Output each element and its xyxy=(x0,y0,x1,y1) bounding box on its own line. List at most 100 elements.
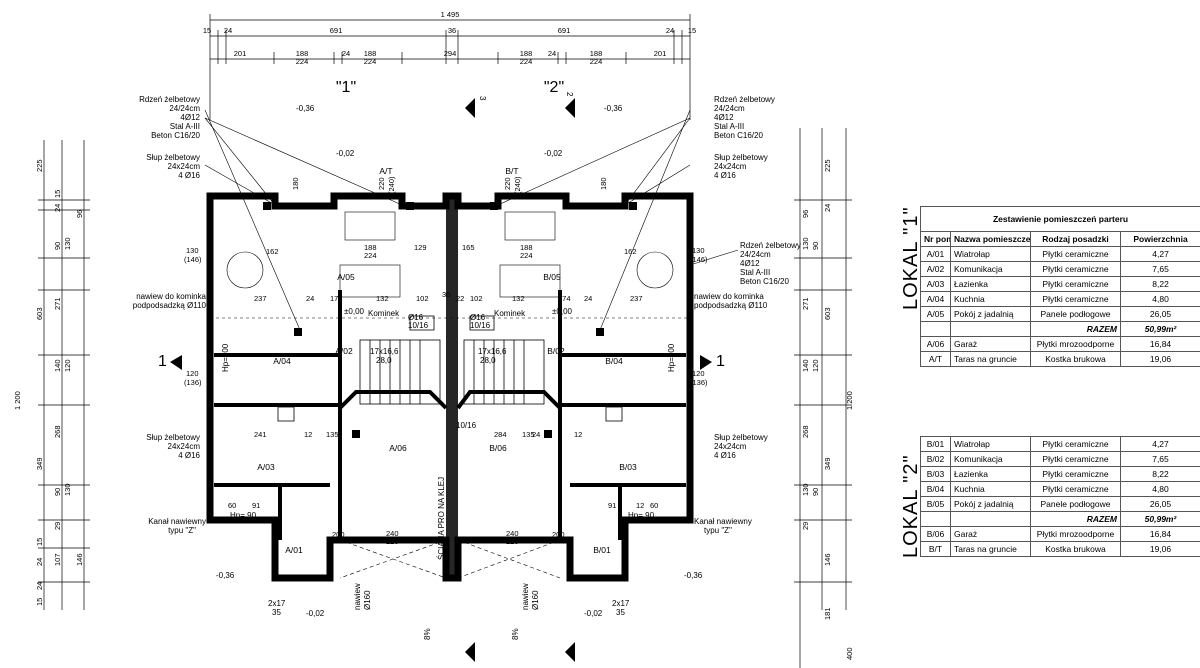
idim-8: 162 xyxy=(624,247,637,256)
rdzen-left-4: Stal A-III xyxy=(170,122,200,131)
rdim-90b: 90 xyxy=(811,488,820,496)
kominek-a: Kominek xyxy=(368,309,400,318)
rdim-349: 349 xyxy=(823,457,832,470)
rdim-603: 603 xyxy=(823,307,832,320)
idim-22: 12 xyxy=(304,430,312,439)
section-1-left: 1 xyxy=(158,353,167,370)
header-name: Nazwa pomieszczenia xyxy=(950,231,1031,247)
slup-right-bottom-2: 24x24cm xyxy=(714,442,747,451)
kanal-right-1: Kanał nawiewny xyxy=(694,517,752,526)
nawiew160-a: nawiew xyxy=(353,583,362,610)
stairs-b-2: 28,0 xyxy=(480,356,496,365)
ldim-15: 15 xyxy=(53,190,62,198)
rdim-130b: 130 xyxy=(801,483,810,496)
rdim-96: 96 xyxy=(801,210,810,218)
win-240-b: (240) xyxy=(513,176,522,194)
room-a-04: A/04 xyxy=(273,356,291,366)
idim-24: 284 xyxy=(494,430,507,439)
idim-32: 225 xyxy=(386,537,399,546)
dim-row2-4b: 224 xyxy=(364,57,377,66)
slup-left-bottom-2: 24x24cm xyxy=(168,442,201,451)
room-b-04: B/04 xyxy=(605,356,623,366)
section-2: 2 xyxy=(565,92,574,97)
room-b-02: B/02 xyxy=(547,346,565,356)
idim-4: 129 xyxy=(414,243,427,252)
dim-top-6: 24 xyxy=(666,26,674,35)
win-120-b: 120 xyxy=(692,369,705,378)
level-right-bottom: -0,36 xyxy=(684,571,703,580)
ldim-349: 349 xyxy=(35,457,44,470)
slup-left-bottom-1: Słup żelbetowy xyxy=(146,433,200,442)
rooms-table-lokal-1: Zestawienie pomieszczeń parteru Nr pom. … xyxy=(919,206,1200,367)
stairs-a: 17x16,6 xyxy=(370,347,399,356)
unit-2-label: "2" xyxy=(544,79,564,96)
idim-31: 240 xyxy=(386,529,399,538)
rdzen-left-1: Rdzeń żelbetowy xyxy=(139,95,200,104)
idim-30: 200 xyxy=(332,530,345,539)
o16-b: Ø16 xyxy=(470,313,486,322)
rdzen-mid-4: Stal A-III xyxy=(740,268,770,277)
slup-left-top-3: 4 Ø16 xyxy=(178,171,200,180)
kanal-right-2: typu "Z" xyxy=(704,526,732,535)
ldim-15b: 15 xyxy=(35,538,44,546)
building-walls xyxy=(170,98,739,662)
plan-text: 1 495 15 24 691 36 691 24 15 201 188 224… xyxy=(13,10,854,660)
win-146-b: (146) xyxy=(690,255,708,264)
win-180-a: 180 xyxy=(291,177,300,190)
hp100-b: Hp=100 xyxy=(667,343,676,372)
step-a: 10/16 xyxy=(408,321,429,330)
party-wall-note: ŚCIANA PRO NA KLEJ xyxy=(437,477,446,560)
room-a-06: A/06 xyxy=(389,443,407,453)
win-136-a: (136) xyxy=(184,378,202,387)
rdim-130: 130 xyxy=(801,237,810,250)
window-b-1: 2x17 xyxy=(612,599,630,608)
idim-11: 174 xyxy=(330,294,343,303)
idim-33: 240 xyxy=(506,529,519,538)
win-180-b: 180 xyxy=(599,177,608,190)
slup-right-bottom-1: Słup żelbetowy xyxy=(714,433,768,442)
slope-a: 8% xyxy=(423,628,432,640)
dim-top-total: 1 495 xyxy=(441,10,460,19)
nawiew160-b: nawiew xyxy=(521,583,530,610)
dim-top-2: 24 xyxy=(224,26,232,35)
win-130-b: 130 xyxy=(692,246,705,255)
rdim-268: 268 xyxy=(801,425,810,438)
header-area: Powierzchnia xyxy=(1119,231,1200,247)
ldim-271: 271 xyxy=(53,297,62,310)
ldim-96: 96 xyxy=(75,210,84,218)
ldim-225: 225 xyxy=(35,159,44,172)
room-a-02: A/02 xyxy=(335,346,353,356)
hp100-a: Hp=100 xyxy=(221,343,230,372)
step-b: 10/16 xyxy=(470,321,491,330)
rdzen-left-3: 4Ø12 xyxy=(180,113,200,122)
idim-18: 174 xyxy=(558,294,571,303)
win-220-a: 220 xyxy=(377,177,386,190)
win-146-a: (146) xyxy=(184,255,202,264)
rdzen-left-2: 24/24cm xyxy=(169,104,200,113)
dimension-lines xyxy=(38,14,852,668)
table-title: Zestawienie pomieszczeń parteru xyxy=(919,206,1200,232)
rdim-140: 140 xyxy=(801,359,810,372)
section-3: 3 xyxy=(478,96,487,101)
dim-row2-8b: 224 xyxy=(590,57,603,66)
rdzen-right-2: 24/24cm xyxy=(714,104,745,113)
idim-26: 12 xyxy=(574,430,582,439)
rdzen-right-1: Rdzeń żelbetowy xyxy=(714,95,775,104)
level-left-top: -0,36 xyxy=(296,104,315,113)
room-a-05: A/05 xyxy=(337,272,355,282)
idim-14: 36 xyxy=(442,290,450,299)
win-130-a: 130 xyxy=(186,246,199,255)
dim-top-5: 691 xyxy=(558,26,571,35)
